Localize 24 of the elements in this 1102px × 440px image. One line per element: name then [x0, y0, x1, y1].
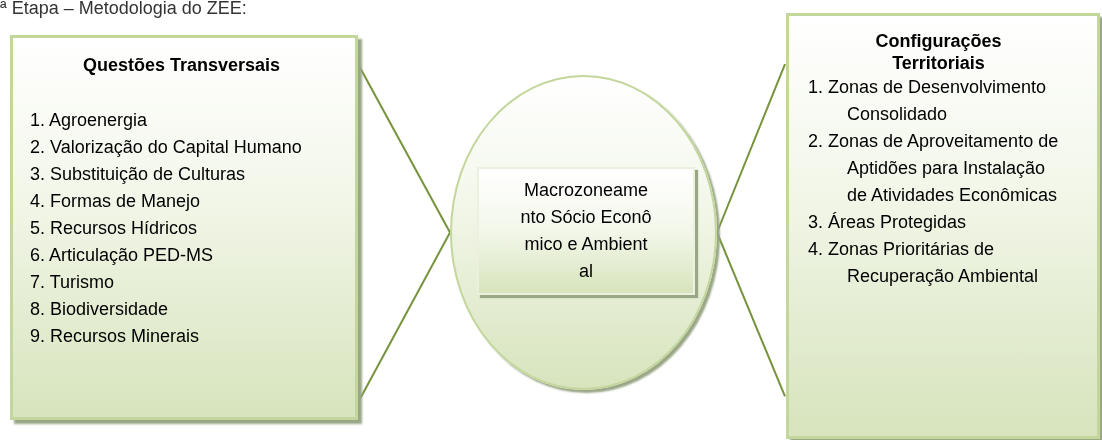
connector-line: [358, 231, 451, 402]
list-item: 2. Zonas de Aproveitamento de Aptidões para Instalação de Atividades Econômicas: [808, 130, 1060, 207]
list-item: 6. Articulação PED-MS: [30, 244, 215, 267]
list-item: 7. Turismo: [30, 271, 116, 294]
panel-heading: Questões Transversais: [81, 54, 282, 76]
list-item: 4. Formas de Manejo: [30, 190, 202, 213]
connector-line: [716, 231, 786, 398]
diagram-title: ª Etapa – Metodologia do ZEE:: [0, 0, 247, 19]
list-item: 3. Substituição de Culturas: [30, 163, 247, 186]
list-panel: [10, 35, 358, 420]
list-item: 9. Recursos Minerais: [30, 325, 201, 348]
list-item: 5. Recursos Hídricos: [30, 217, 199, 240]
box-label: Macrozoneamento Sócio Econômico e Ambiental: [520, 179, 652, 283]
panel-heading: Configurações Territoriais: [874, 30, 1003, 74]
list-item: 3. Áreas Protegidas: [808, 211, 968, 234]
text-box: [477, 167, 695, 295]
connector-line: [358, 64, 451, 234]
list-item: 1. Agroenergia: [30, 109, 149, 132]
connector-line: [716, 63, 786, 234]
list-panel: [786, 13, 1100, 439]
list-item: 8. Biodiversidade: [30, 298, 170, 321]
list-item: 2. Valorização do Capital Humano: [30, 136, 303, 159]
list-item: 1. Zonas de Desenvolvimento Consolidado: [808, 76, 1048, 126]
list-item: 4. Zonas Prioritárias de Recuperação Ambiental: [808, 238, 1040, 288]
